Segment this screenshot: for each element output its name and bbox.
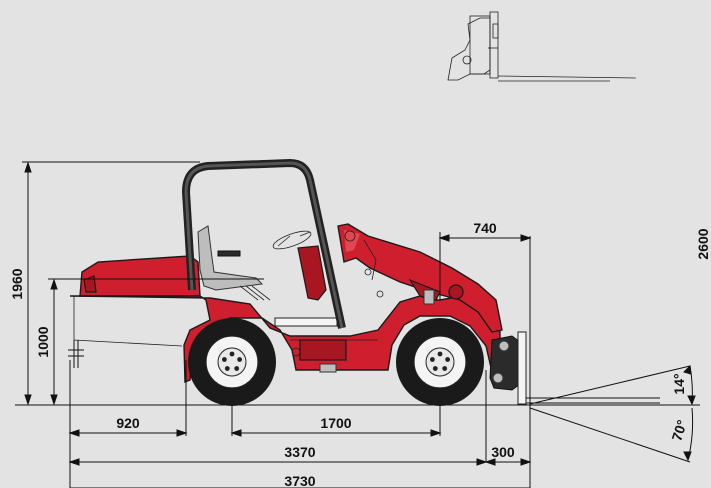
fork-carriage-inset	[447, 11, 637, 82]
dim-max-lift-height: 2600	[695, 228, 711, 259]
dim-length-to-carriage: 3370	[284, 444, 315, 460]
dim-tilt-up: 14°	[671, 373, 687, 394]
dim-seat-height: 1000	[35, 326, 51, 357]
dim-tilt-down: 70°	[668, 418, 690, 443]
rear-hood	[79, 255, 201, 297]
front-wheel	[396, 318, 484, 406]
dim-rear-overhang: 920	[116, 415, 140, 431]
dim-total-height: 1960	[9, 268, 25, 299]
dim-carriage-length: 300	[491, 444, 515, 460]
dim-total-length: 3730	[284, 473, 315, 488]
boom	[337, 223, 503, 333]
dim-fork-overhang: 740	[473, 220, 497, 236]
dim-wheelbase: 1700	[320, 415, 351, 431]
rear-wheel	[188, 318, 276, 406]
chassis	[69, 295, 501, 384]
rear-hitch	[68, 340, 84, 368]
seat	[197, 225, 264, 291]
dimension-lines	[22, 161, 696, 488]
telehandler	[68, 159, 660, 406]
